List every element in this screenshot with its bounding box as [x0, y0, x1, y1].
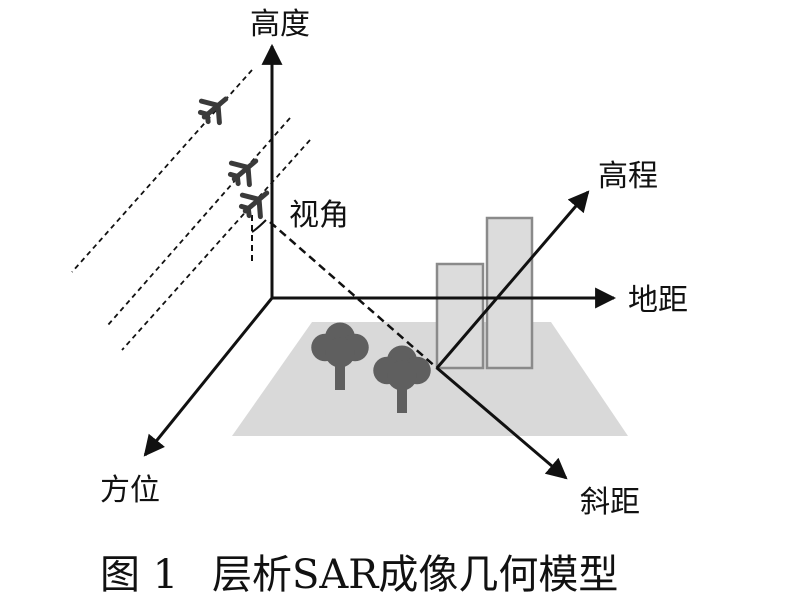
elevation-axis-label: 高程 [598, 159, 658, 194]
airplane-icon [225, 150, 264, 189]
slant-range-axis-label: 斜距 [580, 485, 640, 520]
azimuth-axis-label: 方位 [100, 473, 160, 508]
ground-plane [232, 322, 628, 436]
flight-track [107, 117, 291, 326]
airplane-icon [195, 88, 234, 127]
ground-range-axis-label: 地距 [628, 283, 688, 318]
building [485, 216, 534, 370]
building [435, 262, 485, 370]
azimuth-axis [143, 297, 274, 457]
height-axis-label: 高度 [250, 7, 310, 42]
slant-range-axis [436, 366, 568, 480]
figure-caption: 层析SAR成像几何模型 [212, 552, 618, 598]
look-angle-label: 视角 [289, 198, 349, 233]
figure-number: 图 1 [100, 552, 178, 598]
flight-track [121, 139, 311, 351]
look-angle-arc [251, 219, 267, 233]
slant-range-dashed [269, 221, 438, 369]
elevation-axis [435, 190, 590, 369]
